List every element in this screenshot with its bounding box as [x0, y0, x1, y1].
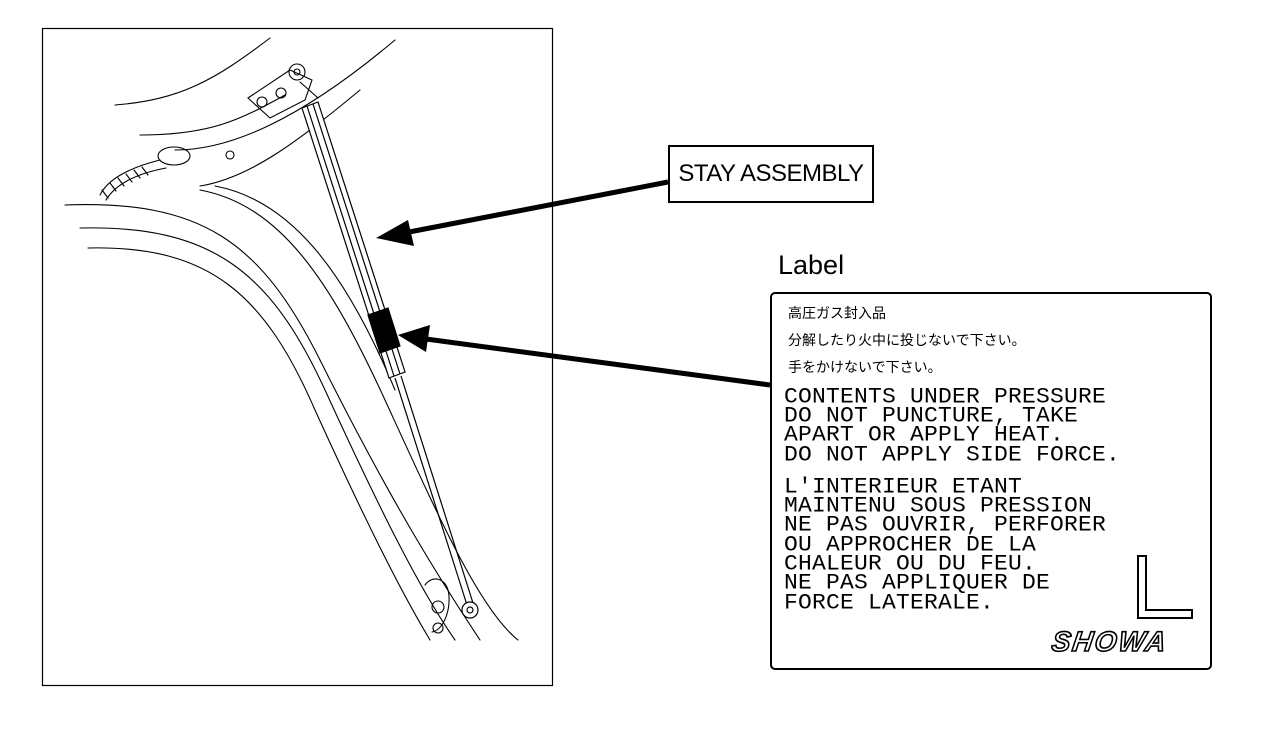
- stay-assembly-callout-text: STAY ASSEMBLY: [678, 160, 864, 187]
- french-line-1: L'INTERIEUR ETANT: [784, 474, 1023, 499]
- label-arrow: [398, 325, 771, 388]
- french-line-2: MAINTENU SOUS PRESSION: [784, 493, 1093, 518]
- stay-assembly-callout: STAY ASSEMBLY: [668, 145, 874, 203]
- french-line-4: OU APPROCHER DE LA: [784, 532, 1037, 557]
- french-line-3: NE PAS OUVRIR, PERFORER: [784, 512, 1107, 537]
- warning-label-card: 高圧ガス封入品 分解したり火中に投じないで下さい。 手をかけないで下さい。 CO…: [770, 292, 1212, 670]
- french-line-7: FORCE LATERALE.: [784, 590, 995, 615]
- japanese-line-2: 分解したり火中に投じないで下さい。: [788, 333, 1026, 349]
- label-title: Label: [778, 250, 845, 280]
- english-line-1: CONTENTS UNDER PRESSURE: [784, 384, 1107, 409]
- japanese-line-3: 手をかけないで下さい。: [788, 360, 942, 376]
- english-line-4: DO NOT APPLY SIDE FORCE.: [784, 442, 1121, 467]
- french-line-6: NE PAS APPLIQUER DE: [784, 570, 1051, 595]
- japanese-line-1: 高圧ガス封入品: [788, 306, 886, 322]
- callout-arrow: [376, 179, 669, 246]
- english-line-2: DO NOT PUNCTURE, TAKE: [784, 403, 1079, 428]
- showa-logo: SHOWA: [1049, 625, 1171, 658]
- side-mark: L: [1134, 554, 1196, 625]
- french-line-5: CHALEUR OU DU FEU.: [784, 551, 1037, 576]
- english-line-3: APART OR APPLY HEAT.: [784, 422, 1065, 447]
